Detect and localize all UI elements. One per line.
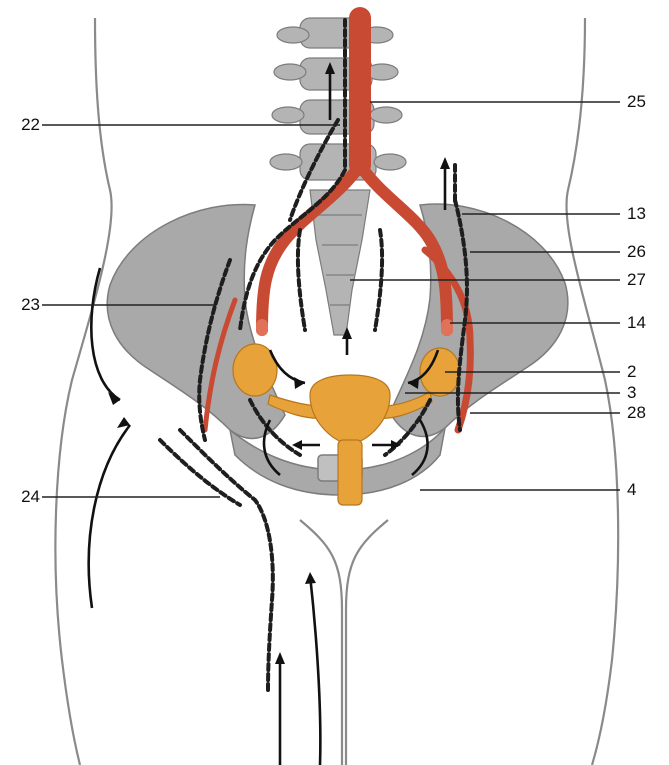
label-27: 27 [627,271,667,289]
label-26: 26 [627,243,667,261]
label-23: 23 [0,296,40,314]
label-3: 3 [627,384,667,402]
label-2: 2 [627,363,667,381]
label-28: 28 [627,404,667,422]
label-4: 4 [627,481,667,499]
vertebral-column [270,18,406,335]
label-25: 25 [627,93,667,111]
label-22: 22 [0,116,40,134]
label-13: 13 [627,205,667,223]
label-14: 14 [627,314,667,332]
label-24: 24 [0,488,40,506]
